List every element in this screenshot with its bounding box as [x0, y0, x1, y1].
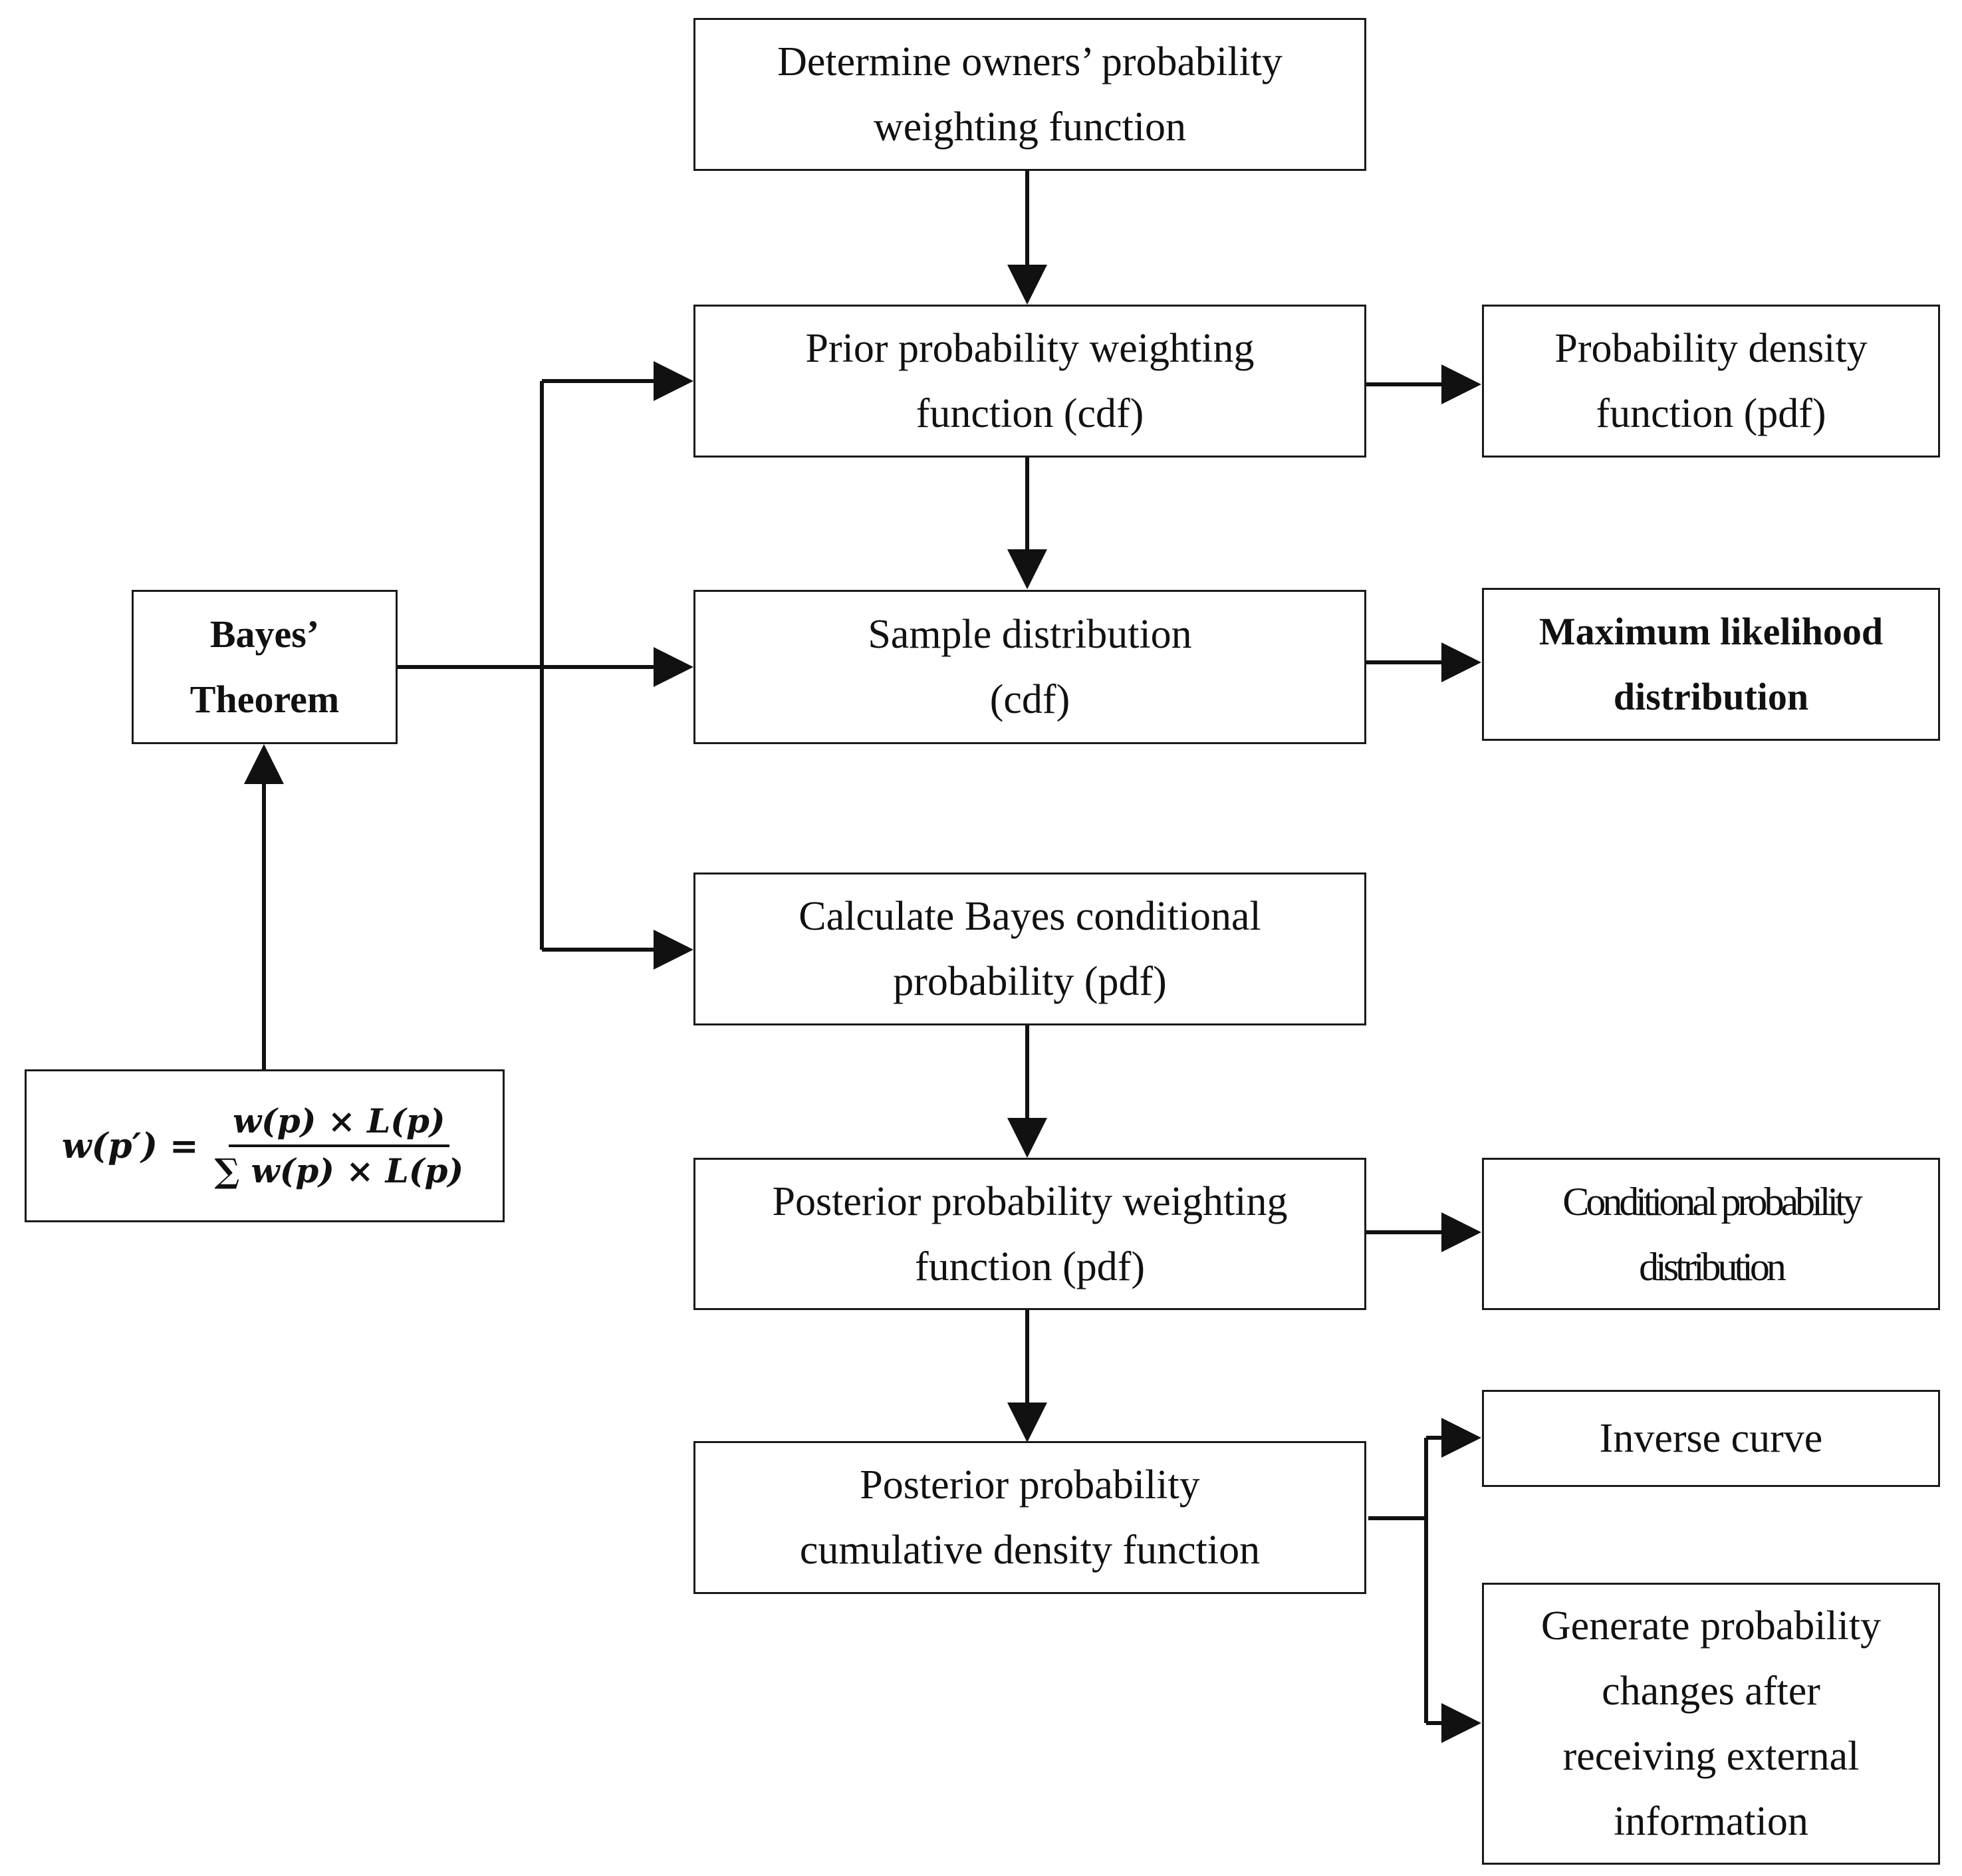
determine-line-2: weighting function	[873, 104, 1187, 150]
maximum-likelihood-box: Maximum likelihood distribution	[1482, 588, 1940, 741]
posterior-weighting-pdf-box: Posterior probability weighting function…	[693, 1158, 1366, 1310]
generate-changes-box: Generate probability changes after recei…	[1482, 1583, 1940, 1865]
prior-weighting-box: Prior probability weighting function (cd…	[693, 305, 1366, 458]
bayes-theorem-box: Bayes’ Theorem	[132, 590, 398, 744]
formula-lhs: w(p′) =	[61, 1125, 199, 1166]
determine-line-1: Determine owners’ probability	[777, 39, 1283, 84]
generate-line-4: information	[1614, 1799, 1808, 1844]
bayes-line-1: Bayes’	[209, 612, 320, 656]
pdf-box: Probability density function (pdf)	[1482, 305, 1940, 458]
sample-distribution-box: Sample distribution (cdf)	[693, 590, 1366, 744]
generate-line-3: receiving external	[1562, 1734, 1860, 1779]
posterior-cdf-line-2: cumulative density function	[799, 1528, 1261, 1573]
posterior-cdf-line-1: Posterior probability	[860, 1462, 1200, 1508]
generate-line-2: changes after	[1602, 1669, 1820, 1714]
generate-line-1: Generate probability	[1540, 1603, 1882, 1649]
conditional-line-2: distribution	[1639, 1244, 1786, 1289]
prior-line-2: function (cdf)	[916, 391, 1144, 436]
pdf-line-1: Probability density	[1554, 326, 1868, 371]
calculate-bayes-box: Calculate Bayes conditional probability …	[693, 872, 1366, 1025]
inverse-curve-box: Inverse curve	[1482, 1390, 1940, 1487]
pdf-line-2: function (pdf)	[1596, 391, 1826, 436]
bayes-line-2: Theorem	[189, 678, 340, 721]
posterior-pdf-line-2: function (pdf)	[914, 1244, 1146, 1289]
determine-weighting-box: Determine owners’ probability weighting …	[693, 18, 1366, 171]
bayes-formula-box: w(p′) = w(p) × L(p) ∑ w(p) × L(p)	[25, 1069, 505, 1222]
conditional-line-1: Conditional probability	[1562, 1179, 1863, 1224]
conditional-distribution-box: Conditional probability distribution	[1482, 1158, 1940, 1310]
sample-line-2: (cdf)	[989, 677, 1070, 722]
calculate-line-2: probability (pdf)	[893, 959, 1167, 1004]
prior-line-1: Prior probability weighting	[805, 326, 1255, 371]
inverse-line-1: Inverse curve	[1599, 1416, 1823, 1461]
calculate-line-1: Calculate Bayes conditional	[798, 894, 1261, 939]
formula-numerator: w(p) × L(p)	[229, 1101, 449, 1147]
formula-denominator: ∑ w(p) × L(p)	[214, 1151, 464, 1190]
mle-line-1: Maximum likelihood	[1538, 610, 1884, 653]
sample-line-1: Sample distribution	[868, 612, 1192, 657]
formula-fraction: w(p) × L(p) ∑ w(p) × L(p)	[211, 1101, 468, 1190]
posterior-pdf-line-1: Posterior probability weighting	[772, 1178, 1288, 1224]
mle-line-2: distribution	[1613, 675, 1809, 718]
posterior-cdf-box: Posterior probability cumulative density…	[693, 1441, 1366, 1594]
